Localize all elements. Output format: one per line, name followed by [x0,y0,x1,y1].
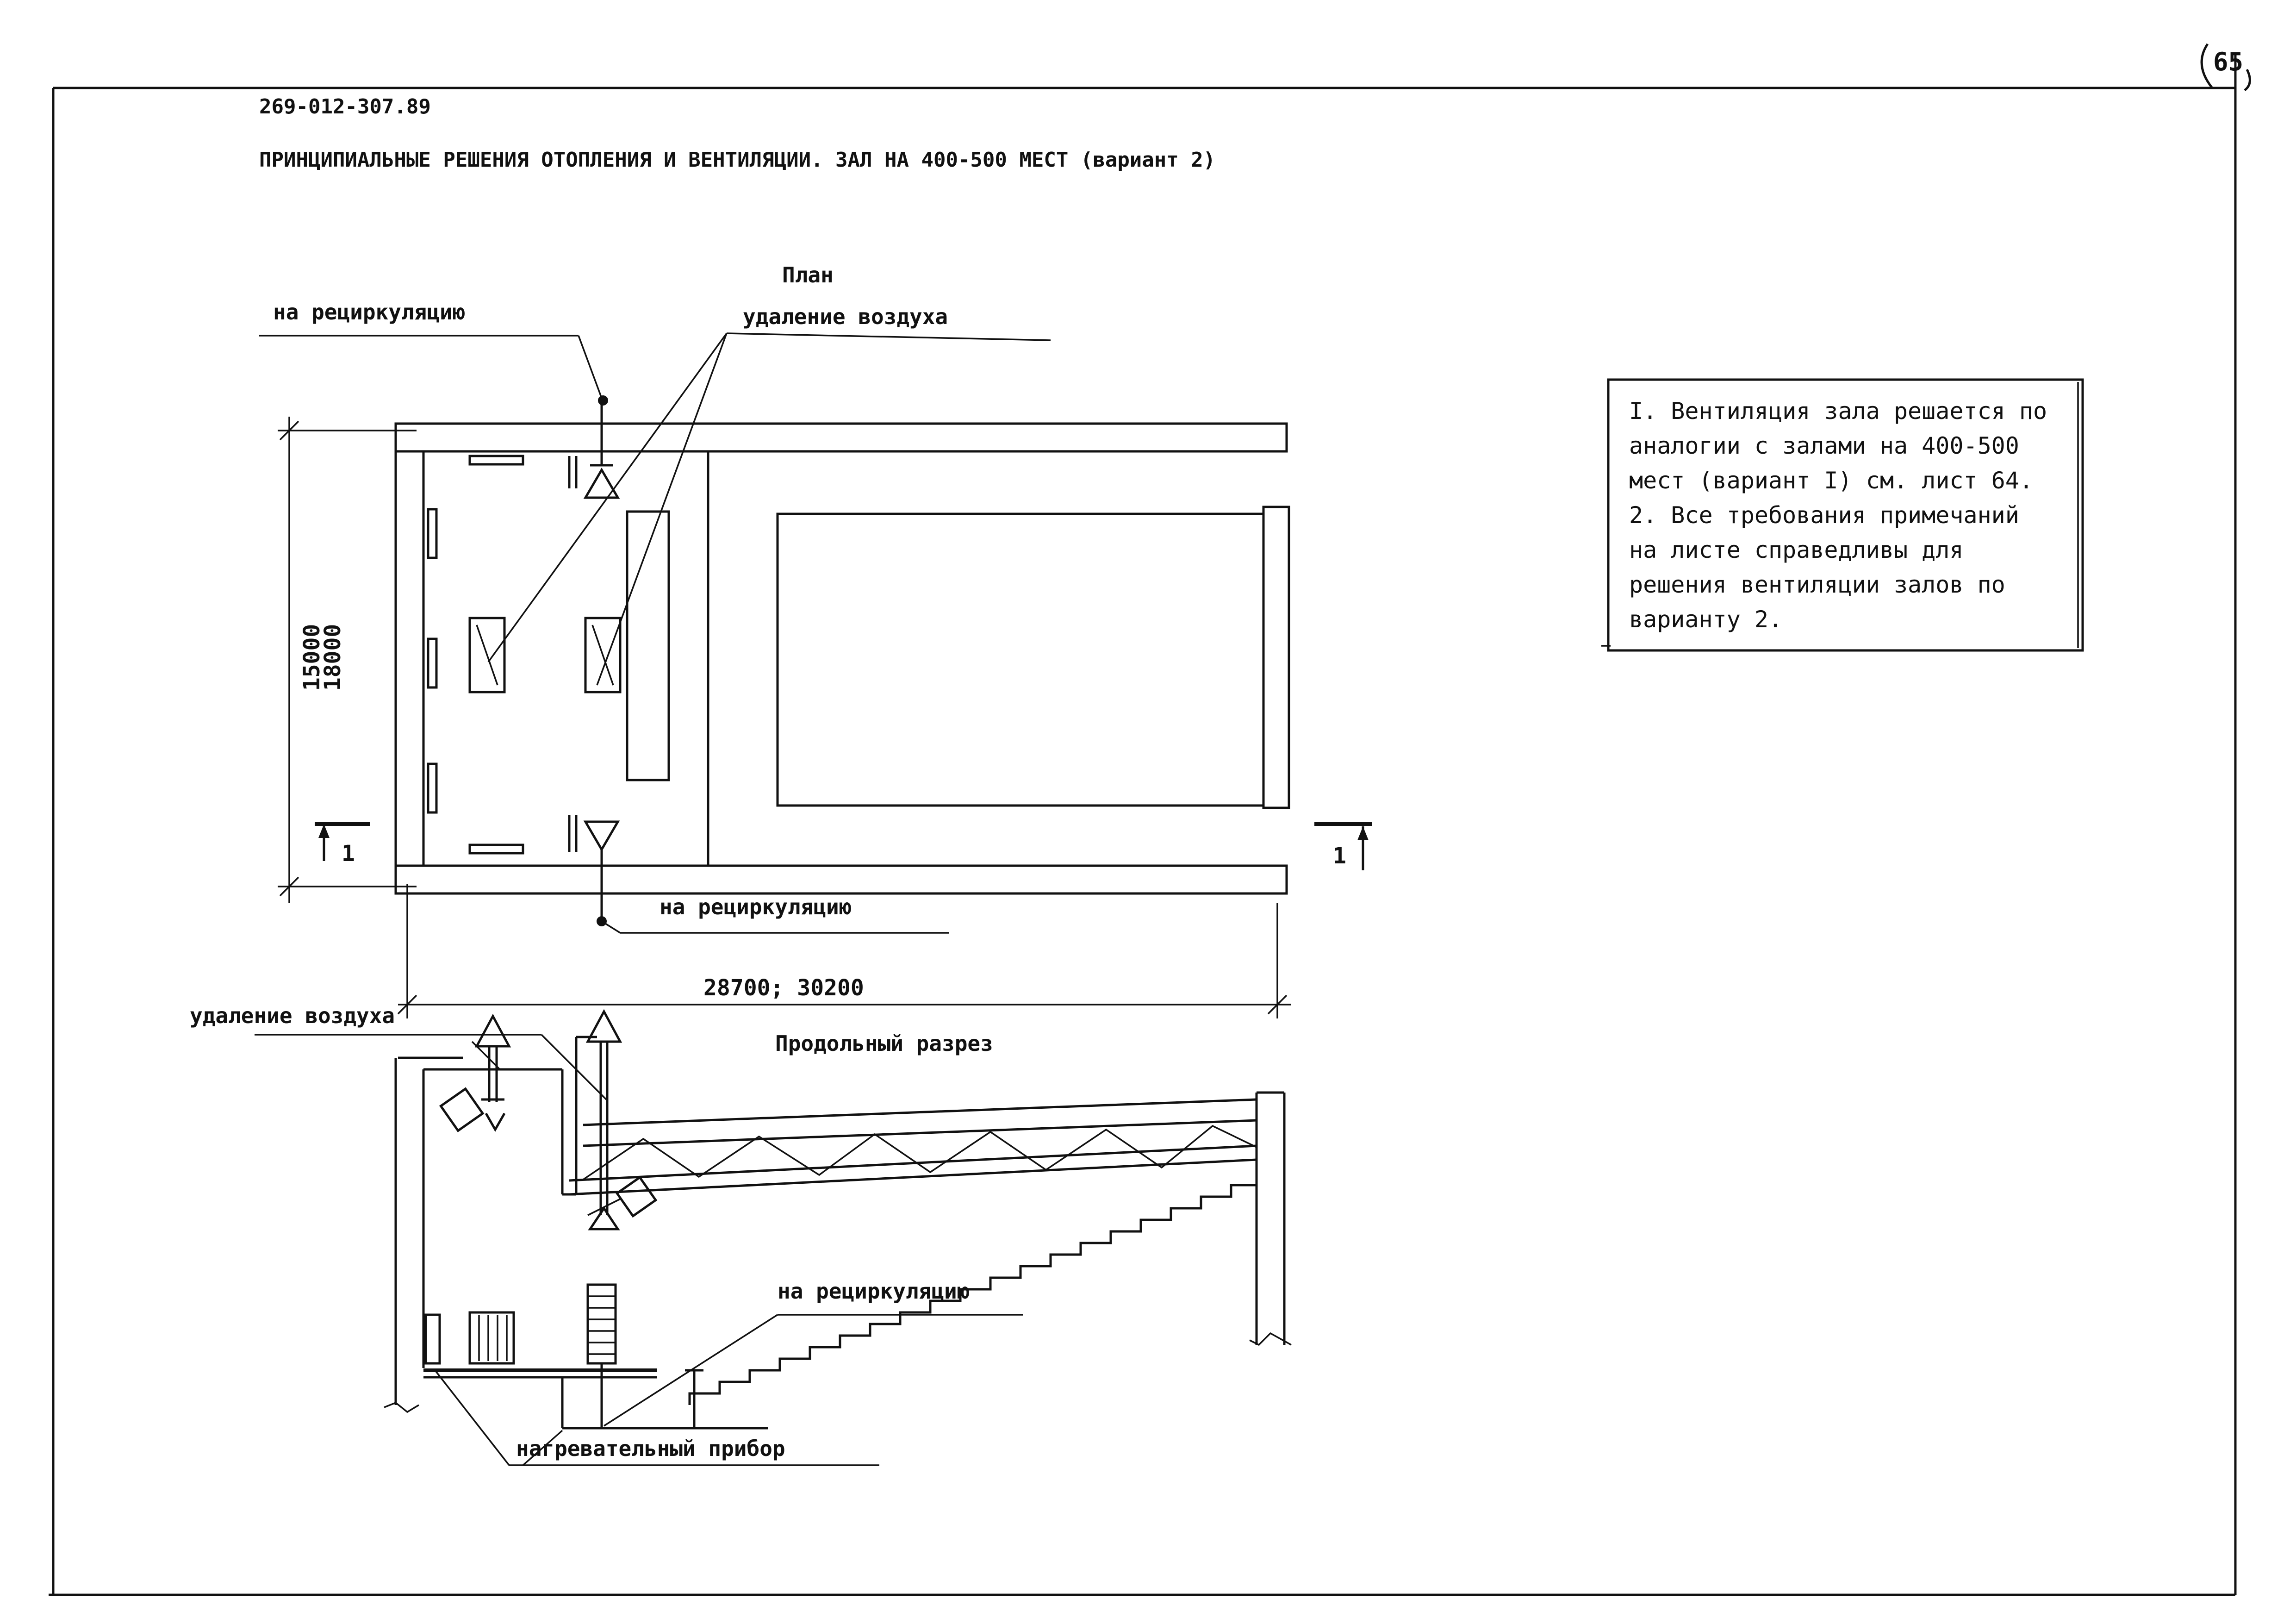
section-mark-left [315,822,370,861]
plan-label-exhaust: удаление воздуха [743,304,948,329]
plan-dimension-height [278,417,417,903]
plan-recirc-riser-bottom [583,820,949,934]
note-line-1: I. Вентиляция зала решается по [1629,398,2047,425]
section-structure [384,1036,1292,1413]
document-code: 269-012-307.89 [259,95,431,119]
plan-dim-width: 28700; 30200 [703,975,864,1001]
section-mark-right [1314,822,1372,870]
plan-label-recirc-bottom: на рециркуляцию [660,894,852,919]
section-leader-exhaust [255,1034,607,1100]
note-line-4: 2. Все требования примечаний [1629,502,2019,529]
page-number: 65 [2213,47,2243,76]
section-heaters [424,1283,617,1428]
note-line-7: варианту 2. [1629,606,1782,633]
plan-heaters [427,455,578,855]
plan-dim-height-inner: 18000 [320,624,346,691]
section-heading: Продольный разрез [775,1031,993,1056]
section-exhaust-duct-right [585,1009,658,1230]
plan-building-outline [394,422,1290,895]
note-line-3: мест (вариант I) см. лист 64. [1629,467,2033,494]
note-line-6: решения вентиляции залов по [1629,571,2005,598]
section-label-recirc: на рециркуляцию [778,1279,970,1304]
section-mark-right-label: 1 [1333,843,1346,869]
section-roof-truss [569,1098,1257,1196]
note-line-5: на листе справедливы для [1629,537,1963,563]
plan-leader-exhaust [487,332,1051,686]
plan-exhaust-grilles [468,617,622,693]
plan-label-recirc-top: на рециркуляцию [273,300,465,325]
plan-recirc-riser-top [583,400,620,499]
plan-leader-recirc-top [259,335,608,406]
notes-box [1601,378,2084,652]
section-stage-floor [423,1368,768,1430]
section-label-heater: нагревательный прибор [516,1436,785,1461]
sheet-frame [49,43,2251,1596]
section-exhaust-duct-left [439,1013,511,1132]
section-mark-left-label: 1 [342,841,355,867]
section-stepped-floor [688,1184,1257,1405]
plan-dimension-width [397,884,1291,1018]
section-label-exhaust: удаление воздуха [190,1003,395,1028]
plan-heading: План [782,262,834,287]
drawing-title: ПРИНЦИПИАЛЬНЫЕ РЕШЕНИЯ ОТОПЛЕНИЯ И ВЕНТИ… [259,148,1215,172]
plan-dim-height-outer: 15000 [299,624,325,691]
note-line-2: аналогии с залами на 400-500 [1629,432,2019,459]
section-leader-recirc [604,1314,1023,1427]
section-leader-heater [434,1369,879,1466]
